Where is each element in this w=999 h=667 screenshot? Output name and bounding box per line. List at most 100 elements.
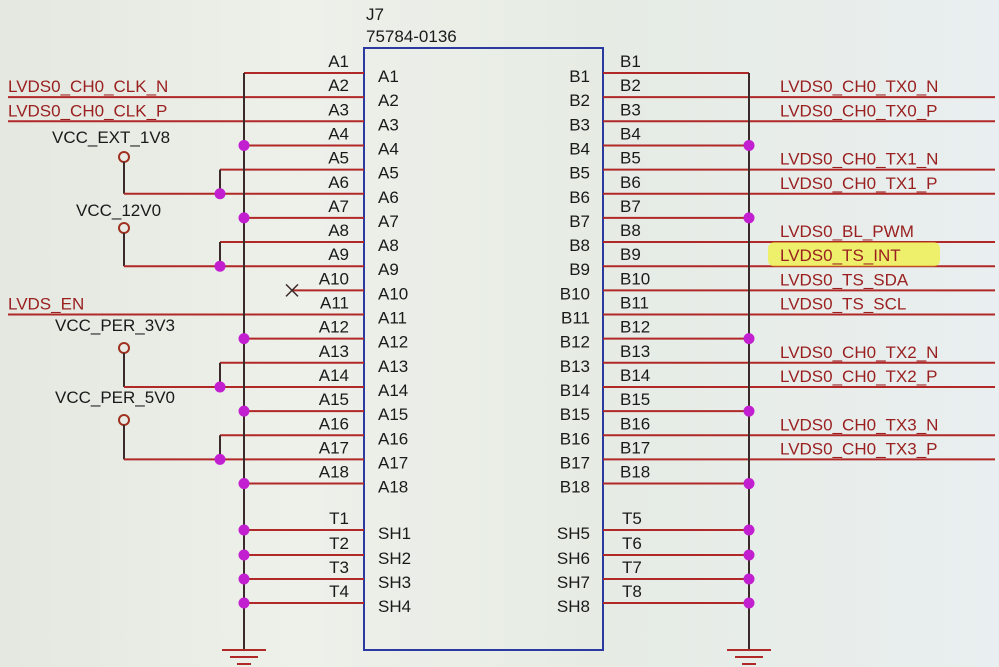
pin-number-b7: B7 xyxy=(620,197,641,216)
pin-number-t6: T6 xyxy=(622,534,642,553)
pin-name-sh6: SH6 xyxy=(557,549,590,568)
pin-number-t3: T3 xyxy=(329,558,349,577)
pin-number-b2: B2 xyxy=(620,76,641,95)
junction-dot xyxy=(743,597,755,609)
power-port-symbol xyxy=(118,414,130,426)
junction-dot xyxy=(214,260,226,272)
power-port-label: VCC_12V0 xyxy=(76,201,161,220)
pin-number-b11: B11 xyxy=(620,294,649,313)
pin-name-a18: A18 xyxy=(378,478,408,497)
junction-dot xyxy=(238,573,250,585)
power-port-label: VCC_PER_3V3 xyxy=(55,316,175,335)
junctions xyxy=(214,139,755,609)
pin-number-a3: A3 xyxy=(328,100,349,119)
pin-name-b8: B8 xyxy=(569,236,590,255)
power-port-symbol xyxy=(118,222,130,234)
junction-dot xyxy=(743,524,755,536)
pin-name-a9: A9 xyxy=(378,260,399,279)
pin-name-b17: B17 xyxy=(560,453,590,472)
net-label-lvds0-ch0-clk-p: LVDS0_CH0_CLK_P xyxy=(8,101,167,120)
pin-name-b16: B16 xyxy=(560,429,590,448)
pin-number-b13: B13 xyxy=(620,342,650,361)
pin-name-a15: A15 xyxy=(378,405,408,424)
net-label-lvds0-ch0-clk-n: LVDS0_CH0_CLK_N xyxy=(8,77,168,96)
pin-number-b3: B3 xyxy=(620,100,641,119)
pin-number-a12: A12 xyxy=(319,318,349,337)
pin-name-b4: B4 xyxy=(569,139,590,158)
pin-number-a9: A9 xyxy=(328,245,349,264)
pin-number-t7: T7 xyxy=(622,558,642,577)
net-label-lvds0-ch0-tx2-p: LVDS0_CH0_TX2_P xyxy=(780,367,938,386)
net-label-lvds0-ch0-tx3-p: LVDS0_CH0_TX3_P xyxy=(780,439,938,458)
pin-name-sh5: SH5 xyxy=(557,524,590,543)
pin-number-a13: A13 xyxy=(319,342,349,361)
junction-dot xyxy=(238,333,250,345)
highlight-marker xyxy=(768,242,940,267)
pin-name-b11: B11 xyxy=(561,309,590,328)
pin-name-sh7: SH7 xyxy=(557,573,590,592)
pin-number-a4: A4 xyxy=(328,124,349,143)
pin-name-b6: B6 xyxy=(569,188,590,207)
pin-number-a7: A7 xyxy=(328,197,349,216)
net-label-lvds-en: LVDS_EN xyxy=(8,295,84,314)
component-part-number: 75784-0136 xyxy=(366,27,457,46)
net-label-lvds0-ch0-tx3-n: LVDS0_CH0_TX3_N xyxy=(780,415,938,434)
pin-number-a2: A2 xyxy=(328,76,349,95)
pin-number-b9: B9 xyxy=(620,245,641,264)
pin-number-b5: B5 xyxy=(620,149,641,168)
pin-name-a4: A4 xyxy=(378,139,399,158)
pin-number-b1: B1 xyxy=(620,52,641,71)
pin-name-b7: B7 xyxy=(569,212,590,231)
net-label-lvds0-ch0-tx2-n: LVDS0_CH0_TX2_N xyxy=(780,343,938,362)
pin-number-b17: B17 xyxy=(620,438,650,457)
pin-name-a8: A8 xyxy=(378,236,399,255)
pin-name-b18: B18 xyxy=(560,478,590,497)
junction-dot xyxy=(743,139,755,151)
pin-name-b14: B14 xyxy=(560,381,590,400)
pin-name-sh2: SH2 xyxy=(378,549,411,568)
junction-dot xyxy=(238,478,250,490)
junction-dot xyxy=(238,139,250,151)
net-label-lvds0-ch0-tx1-p: LVDS0_CH0_TX1_P xyxy=(780,174,938,193)
pin-number-a14: A14 xyxy=(319,366,349,385)
junction-dot xyxy=(743,405,755,417)
junction-dot xyxy=(238,549,250,561)
pin-name-a10: A10 xyxy=(378,284,408,303)
pin-name-b5: B5 xyxy=(569,164,590,183)
pin-name-b3: B3 xyxy=(569,115,590,134)
pin-name-a13: A13 xyxy=(378,357,408,376)
net-label-lvds0-ch0-tx1-n: LVDS0_CH0_TX1_N xyxy=(780,150,938,169)
junction-dot xyxy=(743,212,755,224)
pin-number-a16: A16 xyxy=(319,414,349,433)
junction-dot xyxy=(238,212,250,224)
net-label-lvds0-ts-int: LVDS0_TS_INT xyxy=(780,246,901,265)
pin-name-a17: A17 xyxy=(378,453,408,472)
power-port-label: VCC_EXT_1V8 xyxy=(52,128,170,147)
pin-number-t2: T2 xyxy=(329,534,349,553)
pin-name-a6: A6 xyxy=(378,188,399,207)
pin-name-b2: B2 xyxy=(569,91,590,110)
pin-number-a15: A15 xyxy=(319,390,349,409)
pin-name-b12: B12 xyxy=(560,333,590,352)
junction-dot xyxy=(743,549,755,561)
pin-name-a3: A3 xyxy=(378,115,399,134)
net-label-lvds0-ch0-tx0-n: LVDS0_CH0_TX0_N xyxy=(780,77,938,96)
wires xyxy=(8,47,995,665)
pin-number-b4: B4 xyxy=(620,124,641,143)
junction-dot xyxy=(238,524,250,536)
junction-dot xyxy=(214,188,226,200)
pin-number-a1: A1 xyxy=(328,52,349,71)
pin-number-b18: B18 xyxy=(620,463,650,482)
pin-number-b15: B15 xyxy=(620,390,650,409)
pin-name-sh3: SH3 xyxy=(378,573,411,592)
pin-number-t1: T1 xyxy=(329,509,349,528)
pin-name-b9: B9 xyxy=(569,260,590,279)
net-label-lvds0-bl-pwm: LVDS0_BL_PWM xyxy=(780,222,914,241)
component-refdes: J7 xyxy=(366,5,384,24)
pin-name-sh1: SH1 xyxy=(378,524,411,543)
pin-name-a14: A14 xyxy=(378,381,408,400)
pin-name-a7: A7 xyxy=(378,212,399,231)
net-label-lvds0-ts-sda: LVDS0_TS_SDA xyxy=(780,270,909,289)
pin-name-sh4: SH4 xyxy=(378,597,411,616)
